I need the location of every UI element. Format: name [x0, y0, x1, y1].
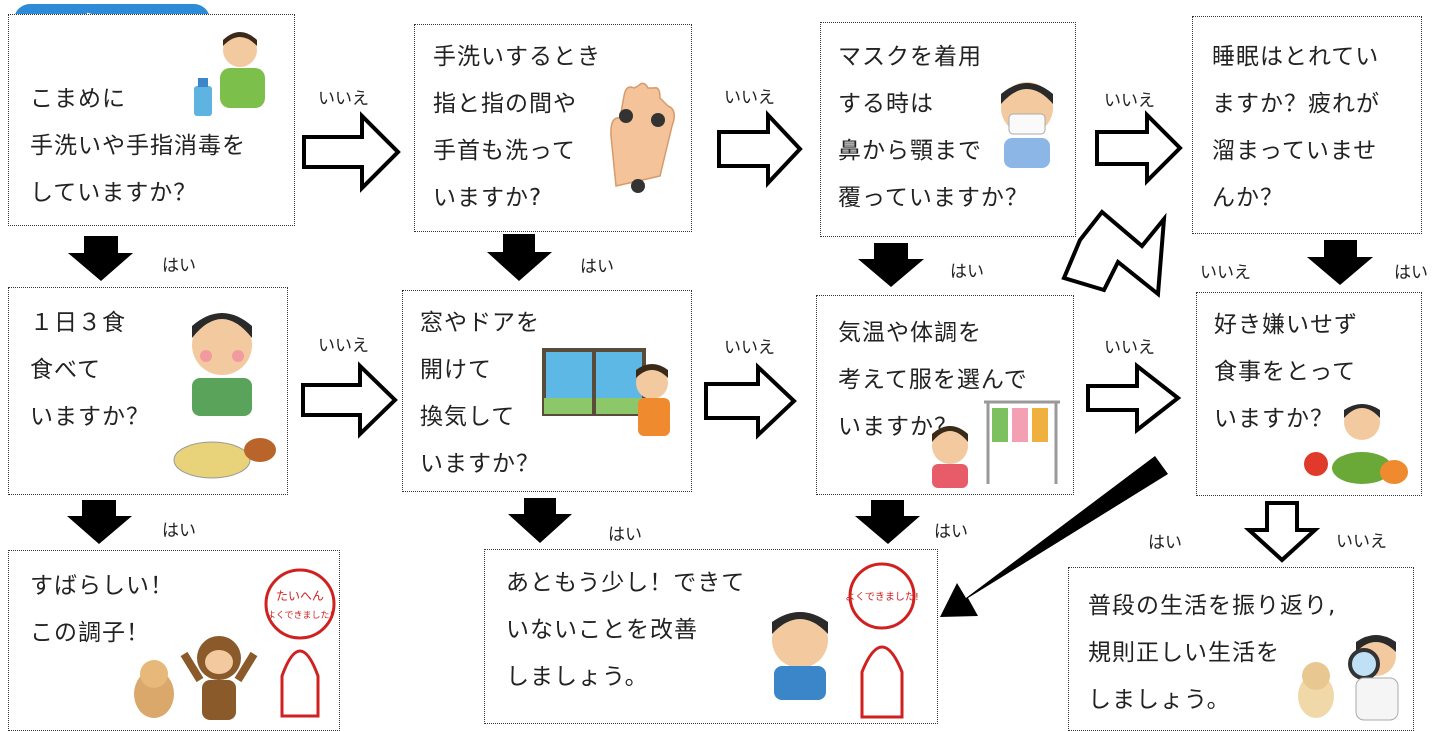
no-arrow-q2-q3: [717, 109, 803, 189]
eating-person-illustration: [173, 313, 276, 479]
doctor-illustration: [1298, 635, 1399, 721]
label-no-4: いいえ: [318, 336, 369, 356]
animals-cheering-illustration: [134, 636, 258, 720]
question-text-ventilation: 窓やドアを 開けて 換気して いますか？: [420, 310, 540, 477]
question-text-clothes: 気温や体調を 考えて服を選んで いますか？: [838, 320, 1028, 440]
label-yes-2: はい: [580, 257, 614, 277]
label-no-7: いいえ: [1200, 263, 1251, 283]
question-text-mask: マスクを着用 する時は 鼻から顎まで 覆っていますか？: [838, 44, 1029, 211]
question-text-handwash: こまめに 手洗いや手指消毒を していますか？: [30, 86, 246, 206]
label-no-6: いいえ: [1104, 338, 1155, 358]
yes-arrow-q1-q5: [68, 236, 133, 281]
yes-arrow-q7-r2: [855, 500, 920, 544]
yes-arrow-q4-q8: [1307, 240, 1373, 285]
clothes-rack-illustration: [932, 400, 1060, 488]
question-text-diet: 好き嫌いせず 食事をとって いますか？: [1214, 312, 1358, 432]
label-yes-8: はい: [1148, 533, 1182, 553]
label-yes-5: はい: [162, 521, 196, 541]
stamp-illustration: たいへん よくできました!: [264, 568, 336, 718]
question-text-meals: １日３食 食べて いますか？: [30, 310, 150, 430]
label-no-2: いいえ: [724, 88, 775, 108]
label-yes-7: はい: [934, 522, 968, 542]
yes-arrow-q2-q6: [487, 234, 552, 281]
label-no-8: いいえ: [1336, 532, 1387, 552]
germs-hand-illustration: [610, 82, 675, 193]
label-no-1: いいえ: [318, 89, 369, 109]
label-no-3: いいえ: [1104, 91, 1155, 111]
no-arrow-q7-q8: [1086, 361, 1182, 435]
no-arrow-q6-q7: [704, 362, 797, 440]
label-yes-6: はい: [608, 525, 642, 545]
hand-washing-illustration: [194, 32, 265, 116]
yes-arrow-q5-r1: [67, 500, 132, 544]
no-arrow-q3-q4: [1095, 110, 1183, 186]
mask-person-illustration: [1001, 82, 1053, 168]
no-arrow-q1-q2: [302, 111, 401, 193]
yes-arrow-q3-q7: [858, 243, 924, 287]
label-yes-3: はい: [950, 262, 984, 282]
question-box-sleep: [1192, 16, 1422, 234]
result-text-great: すばらしい！ この調子！: [30, 573, 174, 646]
stamp2-text: よくできました!: [845, 591, 919, 603]
no-arrow-q5-q6: [301, 361, 398, 439]
stamp-illustration-2: よくできました!: [845, 562, 919, 719]
no-arrow-q8-r3: [1243, 501, 1321, 563]
vegetables-illustration: [1304, 404, 1408, 484]
result-text-review: 普段の生活を振り返り, 規則正しい生活を しましょう。: [1088, 593, 1337, 713]
stamp1-text-top: たいへん: [276, 589, 324, 603]
question-text-sleep: 睡眠はとれてい ますか？疲れが 溜まっていませ んか？: [1212, 44, 1380, 211]
frustrated-boy-illustration: [772, 612, 828, 700]
yes-arrow-q6-r2: [508, 498, 572, 543]
label-yes-1: はい: [162, 256, 196, 276]
stamp1-text-bottom: よくできました!: [267, 610, 333, 621]
question-text-fingers: 手洗いするとき 指と指の間や 手首も洗って いますか?: [433, 44, 601, 211]
label-yes-4: はい: [1394, 263, 1428, 283]
label-no-5: いいえ: [724, 338, 775, 358]
result-text-almost: あともう少し！できて いないことを改善 しましょう。: [506, 570, 746, 690]
no-arrow-q4-q7: [1061, 209, 1167, 298]
window-ventilation-illustration: [542, 348, 670, 436]
yes-arrow-q8-r2: [940, 456, 1168, 617]
